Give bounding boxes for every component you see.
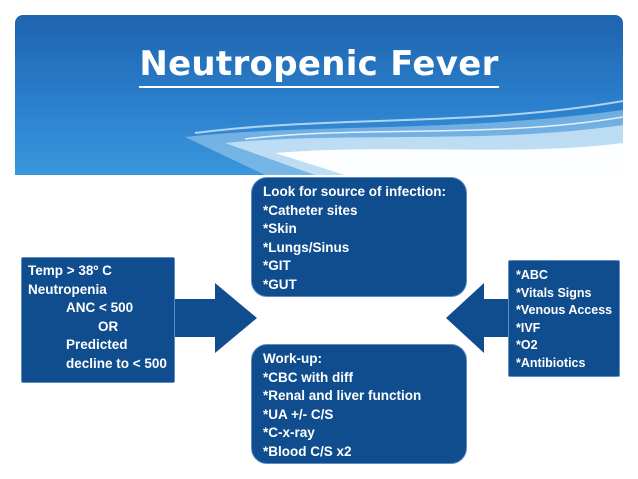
workup-box: Work-up: *CBC with diff *Renal and liver…: [251, 344, 467, 464]
criteria-line: Neutropenia: [28, 281, 107, 297]
left-arrow-icon: [446, 283, 512, 353]
workup-line: Work-up:: [263, 351, 322, 366]
workup-line: *CBC with diff: [263, 369, 353, 385]
management-line: *IVF: [516, 320, 541, 335]
infection-source-box: Look for source of infection: *Catheter …: [251, 177, 467, 297]
management-line: *O2: [516, 338, 538, 352]
management-line: *Vitals Signs: [516, 285, 592, 300]
infection-line: *GIT: [263, 258, 291, 273]
workup-line: *Blood C/S x2: [263, 443, 352, 459]
criteria-line: decline to < 500: [66, 355, 167, 371]
management-box: *ABC *Vitals Signs *Venous Access *IVF *…: [508, 260, 620, 377]
infection-line: *Catheter sites: [263, 202, 358, 218]
criteria-line: ANC < 500: [66, 300, 134, 315]
infection-line: *GUT: [263, 276, 297, 292]
criteria-line: Temp > 38º C: [28, 263, 112, 278]
title-banner: [15, 15, 623, 175]
criteria-box: Temp > 38º C Neutropenia ANC < 500 OR Pr…: [21, 257, 175, 383]
workup-line: *UA +/- C/S: [263, 406, 334, 422]
infection-line: Look for source of infection:: [263, 184, 447, 199]
infection-line: *Lungs/Sinus: [263, 239, 350, 255]
workup-line: *Renal and liver function: [263, 388, 422, 403]
page-title: Neutropenic Fever: [0, 44, 638, 88]
criteria-line: Predicted: [66, 337, 128, 352]
infection-line: *Skin: [263, 221, 297, 236]
management-line: *Antibiotics: [516, 355, 586, 370]
wave-decoration: [185, 100, 623, 175]
management-line: *ABC: [516, 268, 548, 282]
right-arrow-icon: [171, 283, 257, 353]
management-line: *Venous Access: [516, 303, 613, 317]
workup-line: *C-x-ray: [263, 425, 315, 440]
criteria-line: OR: [98, 318, 119, 334]
